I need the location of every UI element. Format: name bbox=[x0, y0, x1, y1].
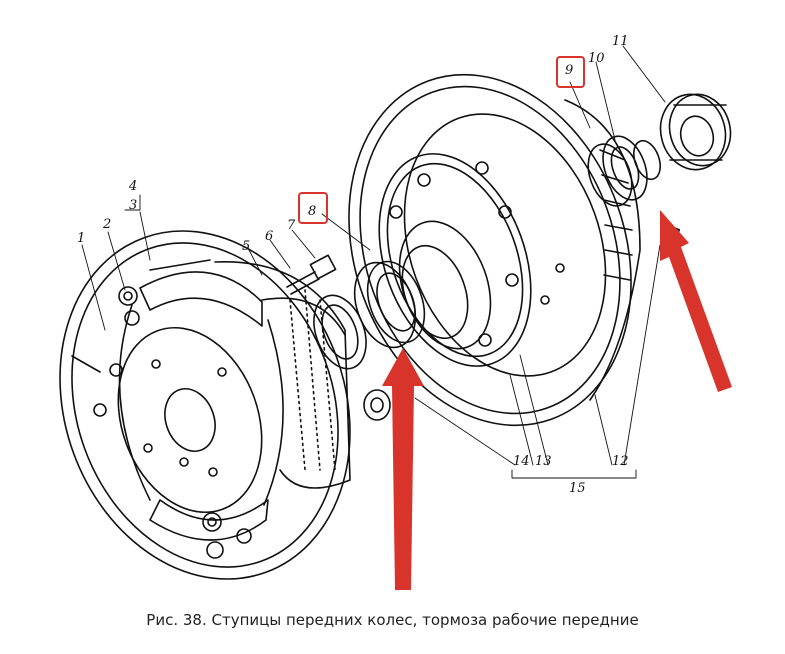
callout-1: 1 bbox=[77, 231, 86, 246]
callout-2: 2 bbox=[103, 217, 112, 232]
hub-nut bbox=[633, 139, 661, 181]
arrow-to-stud bbox=[660, 210, 732, 392]
callout-4: 4 bbox=[129, 179, 138, 194]
highlight-box-9 bbox=[556, 56, 585, 88]
wheel-bolt bbox=[286, 254, 337, 295]
wheel-nut bbox=[363, 389, 391, 421]
brake-drum-ring bbox=[214, 261, 351, 489]
callout-13: 13 bbox=[535, 454, 552, 469]
callout-10: 10 bbox=[588, 51, 605, 66]
arrow-up-left bbox=[382, 348, 424, 590]
callout-3: 3 bbox=[129, 198, 138, 213]
callout-5: 5 bbox=[242, 239, 251, 254]
outer-bearing bbox=[587, 135, 648, 207]
brake-backing-plate bbox=[59, 230, 351, 580]
callout-9: 9 bbox=[565, 63, 574, 78]
highlight-box-8 bbox=[298, 192, 328, 224]
red-arrows bbox=[382, 210, 732, 590]
callout-7: 7 bbox=[287, 218, 296, 233]
leader-lines bbox=[81, 45, 666, 479]
callout-6: 6 bbox=[265, 229, 274, 244]
hub-cap bbox=[659, 93, 732, 171]
callout-15: 15 bbox=[569, 481, 586, 496]
figure-caption: Рис. 38. Ступицы передних колес, тормоза… bbox=[146, 611, 639, 629]
callout-8: 8 bbox=[308, 204, 317, 219]
callout-12: 12 bbox=[612, 454, 629, 469]
brake-drum bbox=[348, 73, 641, 427]
callout-11: 11 bbox=[612, 34, 629, 49]
callout-14: 14 bbox=[513, 454, 530, 469]
wheel-hub bbox=[378, 153, 532, 367]
